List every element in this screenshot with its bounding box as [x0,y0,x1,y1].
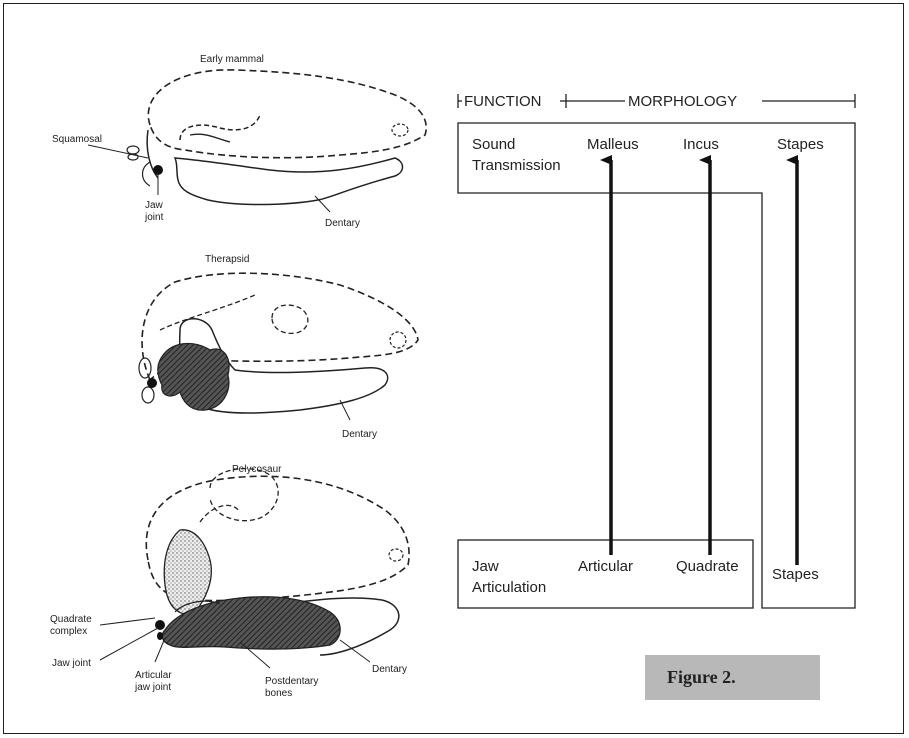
morphology-label: MORPHOLOGY [628,93,737,110]
pelycosaur-jaw-joint-label: Jaw joint [52,658,91,669]
early-mammal-skull [88,70,426,212]
sound-label-line1: Sound [472,136,515,153]
sound-label-line2: Transmission [472,157,561,174]
stapes-bottom-label: Stapes [772,566,819,583]
jaw-joint-label-line1: Jaw [145,200,164,211]
jaw-label-line1: Jaw [472,558,499,575]
jaw-label-line2: Articulation [472,579,546,596]
therapsid-title: Therapsid [205,254,249,265]
pelycosaur-dentary-label: Dentary [372,664,407,675]
function-label: FUNCTION [464,93,542,110]
squamosal-label: Squamosal [52,134,102,145]
figure-caption-box: Figure 2. [645,655,820,700]
figure-caption: Figure 2. [667,667,736,688]
malleus-label: Malleus [587,136,639,153]
stapes-top-label: Stapes [777,136,824,153]
pelycosaur-skull [100,469,409,668]
quadrate-label: Quadrate [676,558,739,575]
jaw-joint-label-line2: joint [144,212,164,223]
pelycosaur-title: Pelycosaur [232,464,282,475]
early-mammal-dentary-label: Dentary [325,218,360,229]
articular-jaw-joint-label-line2: jaw joint [134,682,171,693]
therapsid-skull [139,273,418,420]
postdentary-bones-label-line1: Postdentary [265,676,318,687]
articular-jaw-joint-label-line1: Articular [135,670,172,681]
articular-label: Articular [578,558,633,575]
postdentary-bones-label-line2: bones [265,688,292,699]
early-mammal-title: Early mammal [200,54,264,65]
incus-label: Incus [683,136,719,153]
quadrate-complex-label-line1: Quadrate [50,614,92,625]
quadrate-complex-label-line2: complex [50,626,87,637]
therapsid-dentary-label: Dentary [342,429,377,440]
